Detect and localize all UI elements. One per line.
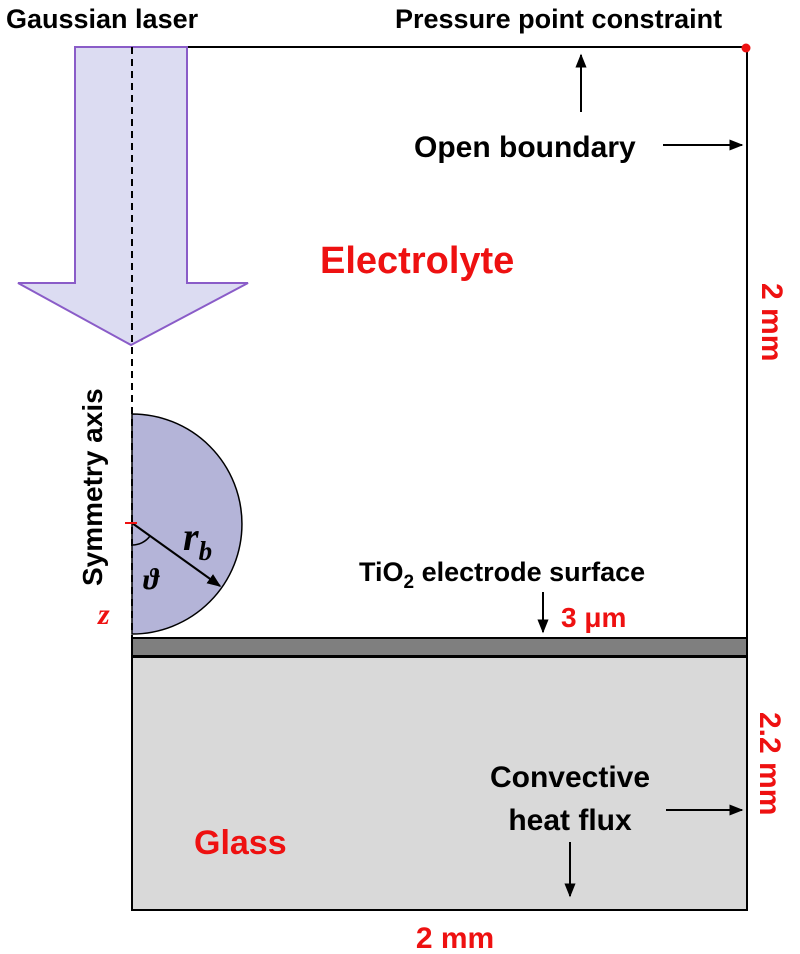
label-radius-sub: b: [199, 536, 213, 566]
label-symmetry-axis: Symmetry axis: [77, 388, 108, 586]
label-glass: Glass: [194, 824, 287, 862]
label-open-boundary: Open boundary: [414, 131, 636, 164]
label-tio2-surface: TiO2 electrode surface: [359, 557, 645, 593]
label-tio2-prefix: TiO: [359, 557, 404, 587]
label-height-electrolyte: 2 mm: [755, 283, 788, 361]
angle-arc: [131, 535, 151, 546]
label-convective-line2: heat flux: [508, 804, 632, 837]
label-angle: ϑ: [143, 563, 160, 596]
glass-region: [131, 656, 748, 911]
label-thickness: 3 μm: [561, 602, 626, 633]
label-convective-line1: Convective: [490, 761, 650, 794]
label-electrolyte: Electrolyte: [320, 240, 514, 282]
label-pressure-point: Pressure point constraint: [395, 4, 722, 34]
label-height-glass: 2.2 mm: [753, 712, 786, 815]
tio2-electrode-layer: [131, 637, 748, 657]
label-gaussian-laser: Gaussian laser: [6, 4, 199, 34]
label-tio2-sub: 2: [404, 572, 415, 593]
radius-arrow: [131, 522, 222, 587]
label-tio2-suffix: electrode surface: [414, 557, 645, 587]
pressure-point-dot: [741, 43, 751, 53]
label-width: 2 mm: [416, 922, 494, 954]
label-z: z: [97, 598, 110, 631]
label-radius-symbol: r: [183, 514, 199, 559]
label-radius: rb: [183, 514, 212, 566]
